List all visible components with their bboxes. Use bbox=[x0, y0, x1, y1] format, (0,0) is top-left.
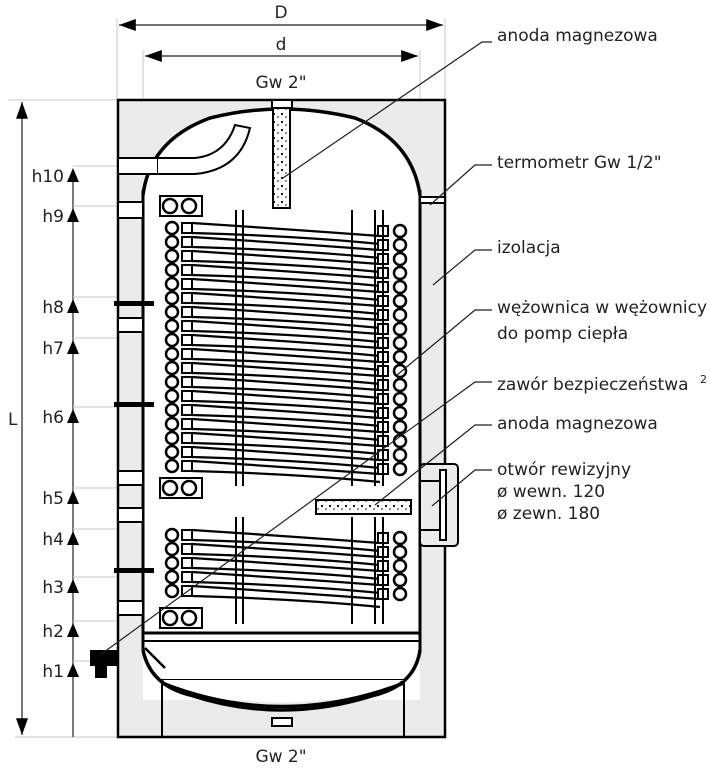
diameter-dimensions: D d Gw 2" bbox=[119, 3, 443, 93]
guide-lines bbox=[8, 18, 446, 738]
height-marker-h9: h9 bbox=[42, 205, 118, 227]
marker-arrow-icon bbox=[67, 340, 79, 354]
marker-arrow-icon bbox=[67, 299, 79, 313]
callout-coil-line2: do pomp ciepła bbox=[497, 324, 628, 344]
height-marker-h8: h8 bbox=[42, 296, 118, 318]
height-marker-h4: h4 bbox=[42, 528, 118, 550]
height-marker-h6: h6 bbox=[42, 406, 118, 428]
height-marker-label: h8 bbox=[42, 298, 64, 318]
marker-arrow-icon bbox=[67, 208, 79, 222]
lower-coil bbox=[159, 477, 408, 629]
marker-arrow-icon bbox=[67, 579, 79, 593]
safety-valve bbox=[90, 647, 166, 678]
marker-arrow-icon bbox=[67, 531, 79, 545]
callout-insulation: izolacja bbox=[497, 238, 561, 258]
height-dimension: L bbox=[8, 102, 28, 735]
top-anode bbox=[272, 107, 291, 209]
height-markers: h10 h9 h8 h7 h6 h5 h4 h3 h2 h1 bbox=[32, 165, 118, 737]
marker-arrow-icon bbox=[67, 168, 79, 182]
callout-inspection-line3: ø zewn. 180 bbox=[497, 504, 600, 524]
marker-arrow-icon bbox=[67, 663, 79, 677]
height-marker-label: h10 bbox=[32, 167, 64, 187]
marker-arrow-icon bbox=[67, 623, 79, 637]
callout-safety-valve-footnote: 2 bbox=[700, 373, 707, 386]
callout-thermometer: termometr Gw 1/2" bbox=[497, 153, 662, 173]
height-label: L bbox=[8, 410, 18, 430]
height-marker-label: h9 bbox=[42, 207, 64, 227]
bottom-connection-label: Gw 2" bbox=[255, 747, 306, 767]
height-marker-label: h4 bbox=[42, 530, 64, 550]
top-socket bbox=[271, 99, 293, 109]
callout-coil-line1: wężownica w wężownicy bbox=[497, 298, 707, 318]
height-marker-label: h7 bbox=[42, 339, 64, 359]
top-outlet-pipe bbox=[117, 123, 252, 175]
height-marker-label: h1 bbox=[42, 662, 64, 682]
side-connections bbox=[114, 201, 154, 616]
marker-arrow-icon bbox=[67, 409, 79, 423]
callout-anode-side: anoda magnezowa bbox=[497, 414, 658, 434]
height-marker-h10: h10 bbox=[32, 165, 118, 187]
marker-arrow-icon bbox=[67, 490, 79, 504]
inspection-flange bbox=[419, 463, 459, 547]
leader-lines bbox=[99, 41, 492, 656]
outer-diameter-label: D bbox=[274, 3, 287, 23]
height-marker-label: h5 bbox=[42, 489, 64, 509]
inner-diameter-label: d bbox=[276, 35, 287, 55]
callout-labels: anoda magnezowa termometr Gw 1/2" izolac… bbox=[497, 26, 707, 524]
bottom-socket bbox=[271, 717, 293, 727]
side-anode bbox=[315, 499, 412, 515]
height-marker-label: h6 bbox=[42, 408, 64, 428]
upper-coil bbox=[159, 195, 408, 486]
top-connection-label: Gw 2" bbox=[255, 73, 306, 93]
height-marker-h7: h7 bbox=[42, 337, 118, 359]
callout-inspection-line1: otwór rewizyjny bbox=[497, 460, 631, 480]
height-marker-h5: h5 bbox=[42, 487, 118, 509]
height-marker-label: h3 bbox=[42, 578, 64, 598]
height-marker-label: h2 bbox=[42, 622, 64, 642]
callout-inspection-line2: ø wewn. 120 bbox=[497, 482, 605, 502]
height-marker-h2: h2 bbox=[42, 620, 118, 642]
height-marker-h3: h3 bbox=[42, 576, 118, 598]
callout-anode-top: anoda magnezowa bbox=[497, 26, 658, 46]
callout-safety-valve: zawór bezpieczeństwa bbox=[497, 375, 689, 395]
